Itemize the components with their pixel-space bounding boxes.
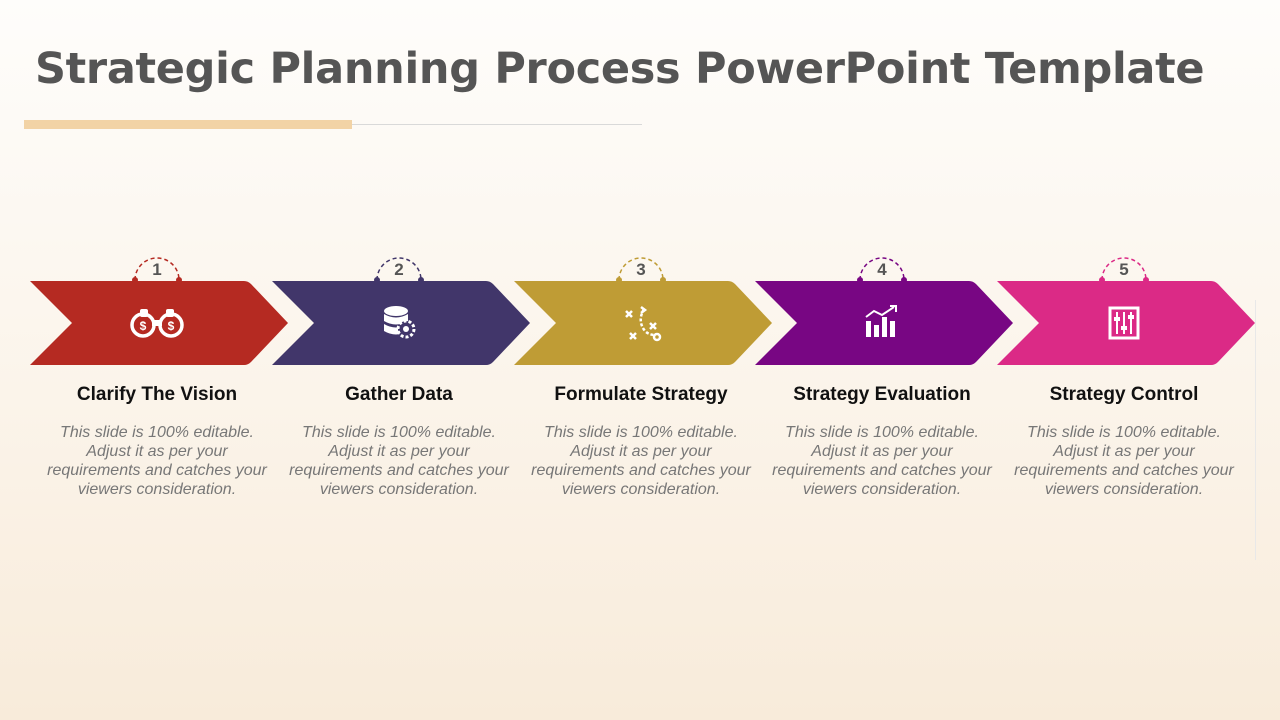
step-label: Formulate Strategy [554, 384, 728, 405]
control-sliders-icon [1108, 306, 1140, 340]
process-step-3: 3 Formulate Strategy This slide is 100% … [510, 250, 772, 530]
svg-text:$: $ [168, 319, 175, 333]
step-description: This slide is 100% editable. Adjust it a… [289, 424, 509, 498]
step-chevron [514, 281, 772, 365]
title-accent-bar [24, 120, 352, 129]
step-label: Gather Data [345, 384, 453, 405]
bar-chart-growth-icon [865, 305, 897, 337]
step-number: 4 [877, 260, 887, 279]
step-chevron [997, 281, 1255, 365]
step-description: This slide is 100% editable. Adjust it a… [1014, 424, 1234, 498]
step-number: 5 [1119, 260, 1129, 279]
process-step-1: 1 $ $ Clarify The Vision This slide is 1… [26, 250, 288, 530]
process-step-5: 5 Strategy Control This slide is 100% ed… [993, 250, 1255, 530]
strategy-play-icon [625, 306, 662, 342]
slide-title: Strategic Planning Process PowerPoint Te… [35, 44, 1205, 94]
step-number: 3 [636, 260, 646, 279]
step-label: Strategy Control [1049, 384, 1199, 405]
step-number: 2 [394, 260, 404, 279]
process-step-4: 4 Strategy Evaluation This slide is 100%… [751, 250, 1013, 530]
step-description: This slide is 100% editable. Adjust it a… [772, 424, 992, 498]
svg-text:$: $ [140, 319, 147, 333]
binoculars-icon: $ $ [130, 309, 184, 338]
database-gear-icon [384, 306, 416, 339]
title-underline [352, 124, 642, 125]
step-label: Clarify The Vision [76, 384, 238, 405]
step-number: 1 [152, 260, 162, 279]
step-description: This slide is 100% editable. Adjust it a… [531, 424, 751, 498]
process-step-2: 2 Gather Data This slide is 100% editabl… [268, 250, 530, 530]
divider-line [1255, 300, 1256, 560]
step-label: Strategy Evaluation [793, 384, 971, 405]
step-description: This slide is 100% editable. Adjust it a… [47, 424, 267, 498]
